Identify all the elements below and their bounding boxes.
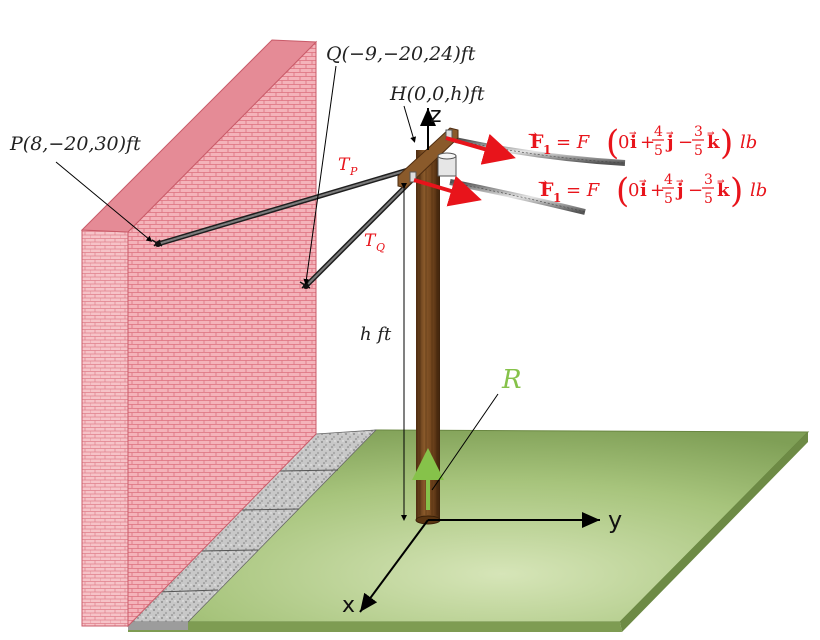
eq2-lparen: (: [616, 171, 629, 211]
force-equation-1: → F 1 = F ( 0 i → + 4 5 j → − 3 5 k → ) …: [528, 123, 757, 163]
label-tq-main: T: [364, 231, 377, 251]
reaction-leader: [431, 393, 499, 491]
label-axis-x: x: [342, 593, 355, 618]
eq1-k: k: [707, 132, 720, 153]
label-axis-z: z: [430, 103, 442, 128]
axes: [359, 108, 600, 613]
eq2-jnum: 4: [664, 172, 673, 188]
label-tq: T Q: [364, 231, 385, 254]
label-q: Q(−9,−20,24)ft: [326, 43, 476, 65]
label-p: P(8,−20,30)ft: [9, 133, 141, 155]
eq2-rparen: ): [730, 171, 743, 211]
svg-text:→: →: [639, 177, 647, 187]
force-equation-2: → F 1 = F ( 0 i → + 4 5 j → − 3 5 k → ) …: [538, 171, 767, 211]
eq2-icoef: 0: [628, 180, 639, 201]
svg-text:→: →: [538, 176, 547, 189]
svg-text:→: →: [666, 129, 674, 139]
eq1-rparen: ): [720, 123, 733, 163]
force-arrow-1: [445, 133, 516, 165]
label-axis-y: y: [608, 506, 622, 534]
eq1-j: j: [665, 132, 674, 153]
label-tp-sub: P: [349, 165, 358, 178]
label-tp: T P: [338, 155, 358, 178]
eq2-unit: lb: [750, 180, 767, 201]
label-height: h ft: [360, 324, 392, 345]
eq2-kden: 5: [704, 191, 713, 207]
svg-text:→: →: [717, 177, 725, 187]
eq1-lparen: (: [606, 123, 619, 163]
eq1-jden: 5: [654, 143, 663, 159]
label-tp-main: T: [338, 155, 351, 175]
label-tq-sub: Q: [376, 241, 385, 254]
eq2-f: F: [540, 179, 554, 201]
leader-q: [303, 65, 337, 285]
svg-text:→: →: [528, 128, 537, 141]
force-arrow-2: [413, 175, 482, 207]
eq2-i: i: [640, 180, 647, 201]
eq1-lhs: = F: [556, 132, 591, 153]
svg-text:→: →: [707, 129, 715, 139]
svg-text:→: →: [629, 129, 637, 139]
eq2-lhs: = F: [566, 180, 601, 201]
svg-text:+: +: [640, 132, 655, 153]
eq2-sub: 1: [553, 191, 561, 205]
ground-plane: [126, 429, 810, 632]
svg-text:−: −: [678, 132, 693, 153]
eq1-knum: 3: [694, 124, 703, 140]
brick-wall: [80, 39, 318, 628]
svg-text:+: +: [650, 180, 665, 201]
eq1-jnum: 4: [654, 124, 663, 140]
eq1-unit: lb: [740, 132, 757, 153]
eq2-knum: 3: [704, 172, 713, 188]
label-r: R: [501, 365, 522, 395]
eq1-icoef: 0: [618, 132, 629, 153]
x-axis: [359, 519, 429, 613]
eq2-k: k: [717, 180, 730, 201]
svg-text:→: →: [676, 177, 684, 187]
eq1-sub: 1: [543, 143, 551, 157]
guy-cables: [151, 167, 414, 289]
label-h: H(0,0,h)ft: [389, 83, 485, 105]
eq1-kden: 5: [694, 143, 703, 159]
svg-text:−: −: [688, 180, 703, 201]
eq1-f: F: [530, 131, 544, 153]
leader-h: [403, 105, 417, 143]
leader-p: [55, 161, 153, 242]
eq2-jden: 5: [664, 191, 673, 207]
eq2-j: j: [675, 180, 684, 201]
eq1-i: i: [630, 132, 637, 153]
